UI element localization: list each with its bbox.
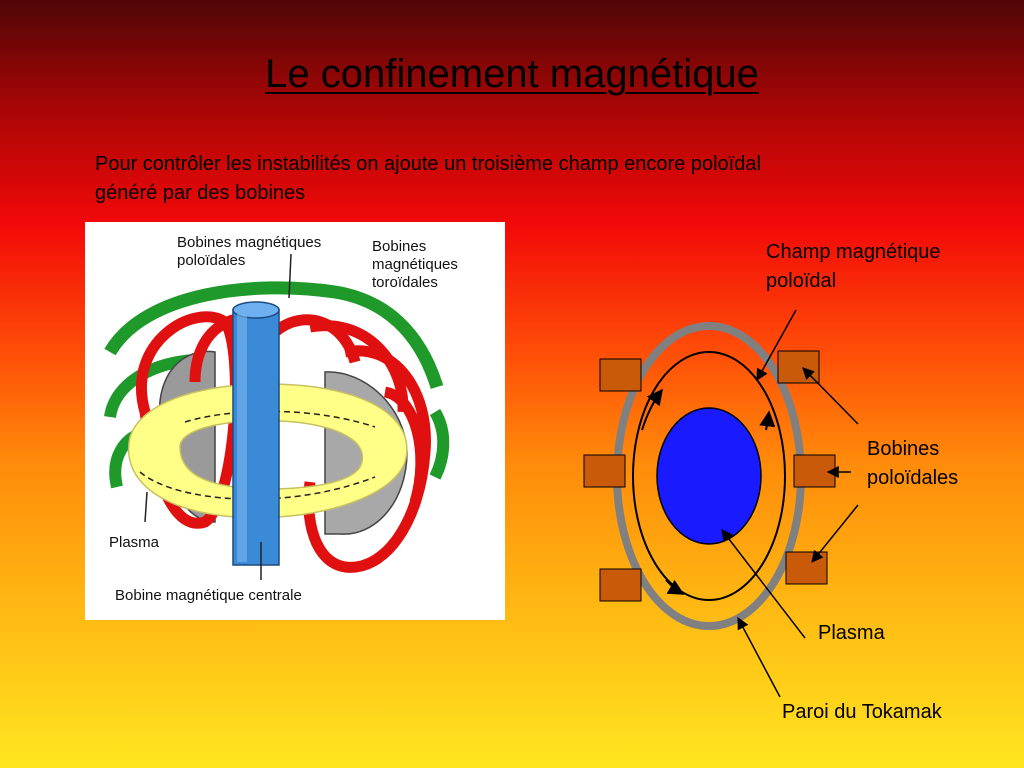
arrow-coil-bottom [811,504,859,563]
field-arrow-bottom [665,579,685,595]
central-column-highlight [237,314,247,562]
arrow-plasma [721,529,806,639]
coil-box [583,454,626,488]
poloidal-coil-top [104,281,444,389]
label-plasma: Plasma [818,622,885,644]
arrow-field [756,309,797,382]
label-poloidal-coils: Bobines poloïdales [867,438,959,489]
intro-line-1: Pour contrôler les instabilités on ajout… [95,153,761,175]
coil-box [785,551,828,585]
coil-box [793,454,836,488]
image-label-toroidal-coils: Bobines magnétiques toroïdales [372,238,458,291]
plasma-core [656,407,762,545]
intro-text: Pour contrôler les instabilités on ajout… [95,150,975,208]
slide-title: Le confinement magnétique [265,52,759,96]
intro-line-2: généré par des bobines [95,182,306,204]
callout-arrows [721,309,859,698]
tokamak-drawing [104,253,450,580]
label-tokamak-wall: Paroi du Tokamak [782,701,942,723]
pointer-poloidal [288,253,292,299]
coil-box [599,358,642,392]
image-label-central-coil: Bobine magnétique centrale [115,587,302,604]
field-arrow-right [759,410,776,431]
label-poloidal-field: Champ magnétique poloïdal [766,241,941,292]
poloidal-coil-right [429,408,450,480]
field-arrow-left [641,388,663,431]
arrow-wall [737,616,781,698]
poloidal-field-line [632,351,786,601]
coil-box [599,568,642,602]
pointer-plasma [144,491,148,523]
image-label-poloidal-coils: Bobines magnétiques poloïdales [177,234,322,269]
image-label-plasma: Plasma [109,534,160,551]
arrow-coil-top [802,367,859,425]
tokamak-illustration: Bobines magnétiques poloïdales Bobines m… [85,222,505,620]
